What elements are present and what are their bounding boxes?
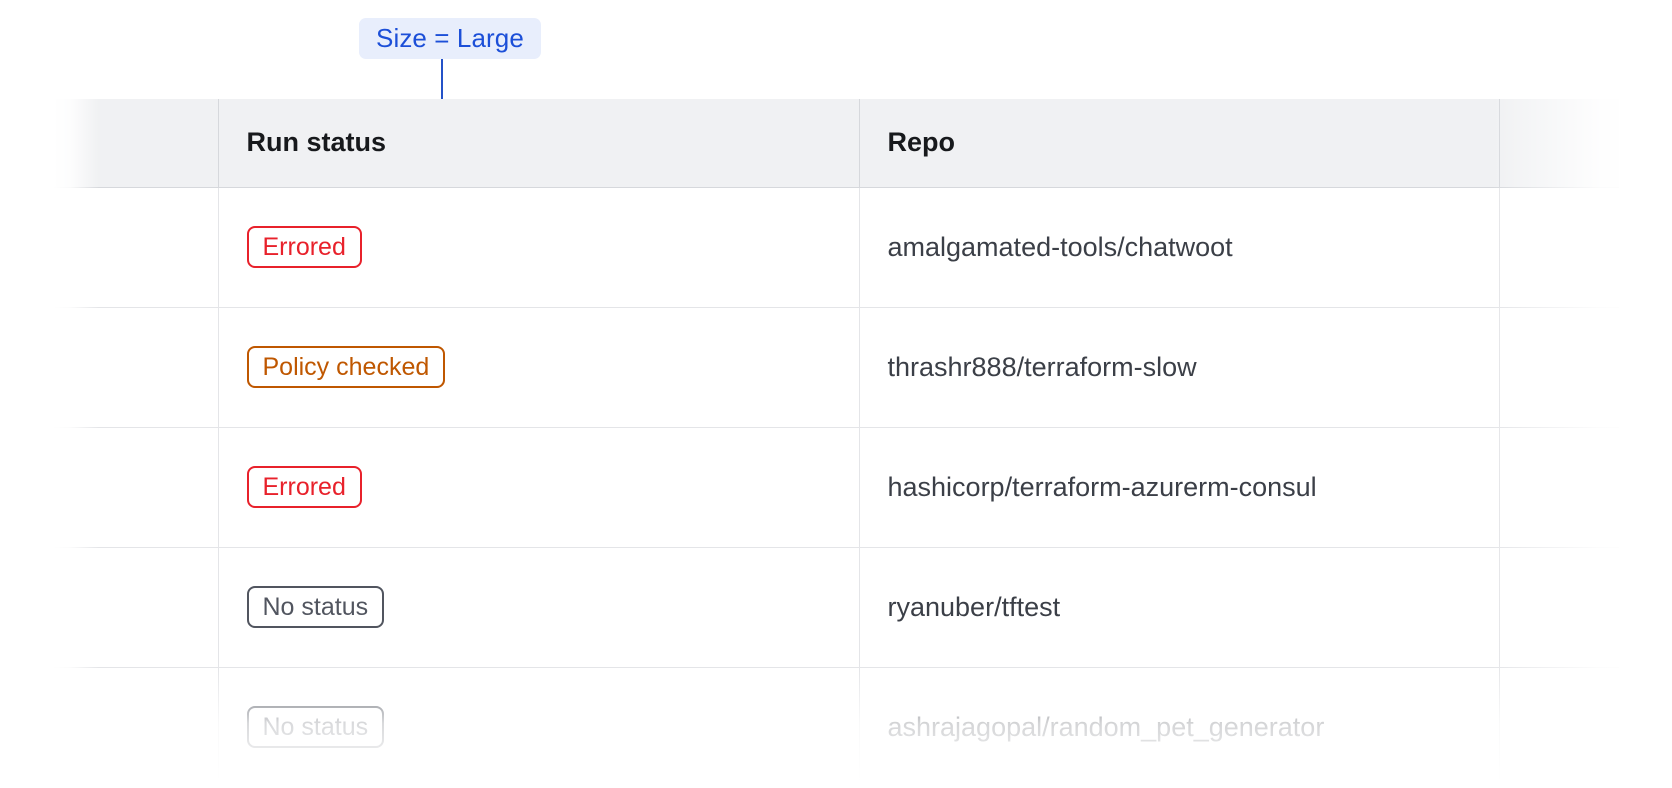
- column-header-repo[interactable]: Repo: [859, 99, 1500, 188]
- column-header-gutter: [53, 99, 219, 188]
- run-status-cell: No status: [218, 667, 860, 788]
- runs-table-container: Run status Repo Errored amalgamated-tool…: [53, 99, 1619, 788]
- run-status-cell: Errored: [218, 187, 860, 308]
- run-status-cell: Errored: [218, 427, 860, 548]
- status-badge[interactable]: Errored: [246, 226, 362, 268]
- row-tail-cell: [1499, 307, 1619, 428]
- row-gutter-cell: [53, 547, 219, 668]
- status-badge[interactable]: Errored: [246, 466, 362, 508]
- runs-table: Run status Repo Errored amalgamated-tool…: [53, 99, 1619, 788]
- table-row[interactable]: Errored hashicorp/terraform-azurerm-cons…: [53, 427, 1619, 548]
- row-tail-cell: [1499, 667, 1619, 788]
- status-badge[interactable]: Policy checked: [246, 346, 446, 388]
- runs-table-header: Run status Repo: [53, 99, 1619, 188]
- table-row[interactable]: Policy checked thrashr888/terraform-slow: [53, 307, 1619, 428]
- row-tail-cell: [1499, 547, 1619, 668]
- annotation-badge-size-large: Size = Large: [359, 18, 541, 59]
- run-status-cell: No status: [218, 547, 860, 668]
- repo-cell[interactable]: ashrajagopal/random_pet_generator: [859, 667, 1500, 788]
- repo-cell[interactable]: amalgamated-tools/chatwoot: [859, 187, 1500, 308]
- table-row[interactable]: No status ryanuber/tftest: [53, 547, 1619, 668]
- row-tail-cell: [1499, 187, 1619, 308]
- row-gutter-cell: [53, 307, 219, 428]
- runs-table-body: Errored amalgamated-tools/chatwoot Polic…: [53, 187, 1619, 788]
- table-row[interactable]: No status ashrajagopal/random_pet_genera…: [53, 667, 1619, 788]
- repo-cell[interactable]: thrashr888/terraform-slow: [859, 307, 1500, 428]
- row-gutter-cell: [53, 427, 219, 548]
- column-header-run-status[interactable]: Run status: [218, 99, 860, 188]
- status-badge[interactable]: No status: [246, 706, 385, 748]
- table-header-row: Run status Repo: [53, 99, 1619, 188]
- row-gutter-cell: [53, 667, 219, 788]
- row-gutter-cell: [53, 187, 219, 308]
- repo-cell[interactable]: ryanuber/tftest: [859, 547, 1500, 668]
- table-row[interactable]: Errored amalgamated-tools/chatwoot: [53, 187, 1619, 308]
- repo-cell[interactable]: hashicorp/terraform-azurerm-consul: [859, 427, 1500, 548]
- status-badge[interactable]: No status: [246, 586, 385, 628]
- column-header-tail: [1499, 99, 1619, 188]
- row-tail-cell: [1499, 427, 1619, 548]
- run-status-cell: Policy checked: [218, 307, 860, 428]
